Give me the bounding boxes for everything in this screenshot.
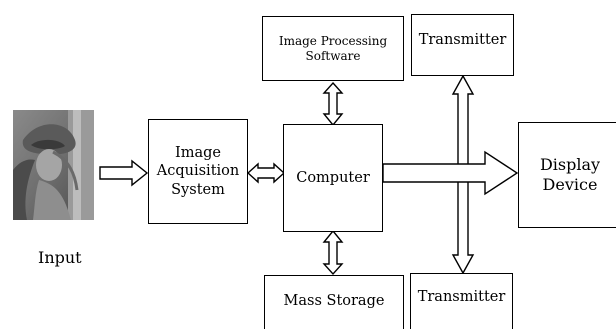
image-acquisition-system-label: Image Acquisition System [156, 145, 240, 198]
display-device-label: Display Device [539, 155, 601, 194]
input-caption: Input [38, 248, 82, 267]
arrow-computer-to-display [382, 150, 519, 196]
image-processing-software-box: Image Processing Software [262, 16, 404, 81]
mass-storage-label: Mass Storage [283, 293, 385, 309]
transmitter-bottom-box: Transmitter [410, 273, 513, 329]
transmitter-top-label: Transmitter [418, 32, 507, 48]
input-image [13, 110, 94, 220]
computer-label: Computer [296, 169, 370, 186]
mass-storage-box: Mass Storage [264, 275, 404, 329]
image-acquisition-system-box: Image Acquisition System [148, 119, 248, 224]
arrow-acquisition-computer [246, 162, 286, 184]
portrait-photo-icon [13, 110, 94, 220]
image-processing-software-label: Image Processing Software [278, 33, 388, 63]
transmitter-bottom-label: Transmitter [417, 289, 506, 305]
arrow-software-computer [322, 81, 344, 127]
display-device-box: Display Device [518, 122, 616, 228]
transmitter-top-box: Transmitter [411, 14, 514, 76]
arrow-input-to-acquisition [99, 159, 149, 187]
arrow-computer-storage [322, 229, 344, 276]
computer-box: Computer [283, 124, 383, 232]
